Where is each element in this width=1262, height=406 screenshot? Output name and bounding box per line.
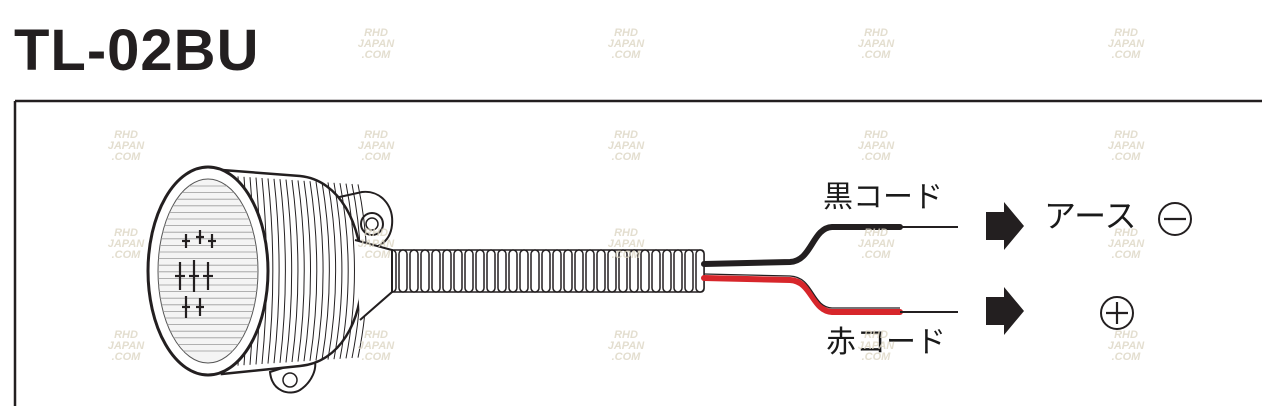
right-arrow-icon (986, 287, 1024, 335)
black-cord-label: 黒コード (823, 180, 943, 215)
product-title: TL-02BU (14, 18, 260, 83)
plus-circle-icon (1100, 296, 1134, 330)
black-wire (701, 224, 903, 267)
red-cord-label: 赤コード (826, 325, 946, 360)
lamp-housing (146, 165, 394, 394)
minus-circle-icon (1158, 202, 1192, 236)
earth-label: アース (1044, 197, 1137, 235)
led-chips (175, 230, 216, 318)
red-wire-outline (703, 273, 900, 309)
corrugated-conduit (381, 249, 705, 293)
right-arrow-icon (986, 202, 1024, 250)
red-wire (701, 275, 903, 315)
